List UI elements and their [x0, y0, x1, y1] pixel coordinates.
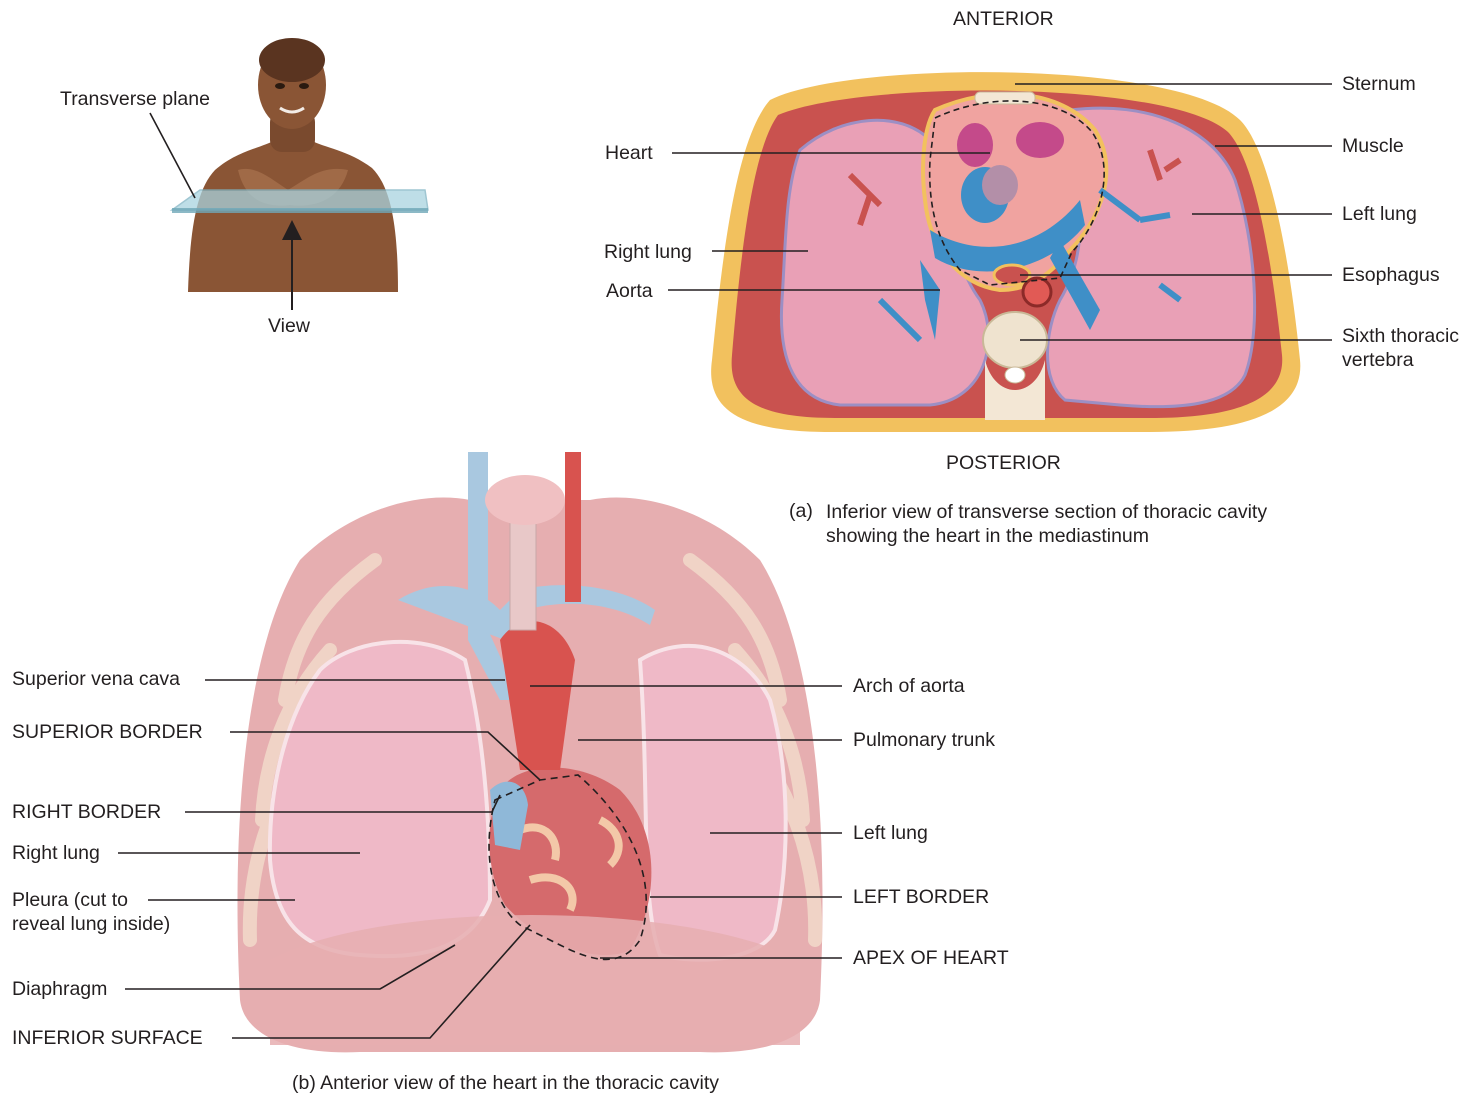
- label-right-lung-a: Right lung: [604, 240, 692, 264]
- label-superior-vena-cava: Superior vena cava: [12, 667, 180, 691]
- label-pleura-line2: reveal lung inside): [12, 912, 170, 936]
- posterior-label: POSTERIOR: [946, 451, 1061, 475]
- label-vertebra: vertebra: [1342, 348, 1414, 372]
- label-pleura-line1: Pleura (cut to: [12, 888, 128, 912]
- transverse-section-illustration: [711, 72, 1300, 432]
- label-left-border: LEFT BORDER: [853, 885, 989, 909]
- label-inferior-surface: INFERIOR SURFACE: [12, 1026, 203, 1050]
- transverse-plane-label: Transverse plane: [60, 87, 210, 111]
- caption-a-letter: (a): [789, 499, 813, 523]
- caption-a-line1: Inferior view of transverse section of t…: [826, 500, 1267, 524]
- view-label: View: [268, 314, 310, 338]
- caption-b: (b) Anterior view of the heart in the th…: [292, 1071, 719, 1095]
- label-esophagus: Esophagus: [1342, 263, 1440, 287]
- label-superior-border: SUPERIOR BORDER: [12, 720, 203, 744]
- label-pulmonary-trunk: Pulmonary trunk: [853, 728, 995, 752]
- label-left-lung-b: Left lung: [853, 821, 928, 845]
- label-diaphragm: Diaphragm: [12, 977, 107, 1001]
- caption-a-line2: showing the heart in the mediastinum: [826, 524, 1149, 548]
- label-muscle: Muscle: [1342, 134, 1404, 158]
- label-sternum: Sternum: [1342, 72, 1416, 96]
- label-apex-of-heart: APEX OF HEART: [853, 946, 1009, 970]
- anterior-thorax-illustration: [238, 452, 823, 1052]
- label-right-border: RIGHT BORDER: [12, 800, 161, 824]
- label-arch-of-aorta: Arch of aorta: [853, 674, 965, 698]
- label-left-lung-a: Left lung: [1342, 202, 1417, 226]
- label-right-lung-b: Right lung: [12, 841, 100, 865]
- label-aorta: Aorta: [606, 279, 653, 303]
- label-heart: Heart: [605, 141, 653, 165]
- label-sixth-thoracic: Sixth thoracic: [1342, 324, 1459, 348]
- torso-inset-illustration: [172, 38, 428, 310]
- anterior-label: ANTERIOR: [953, 7, 1054, 31]
